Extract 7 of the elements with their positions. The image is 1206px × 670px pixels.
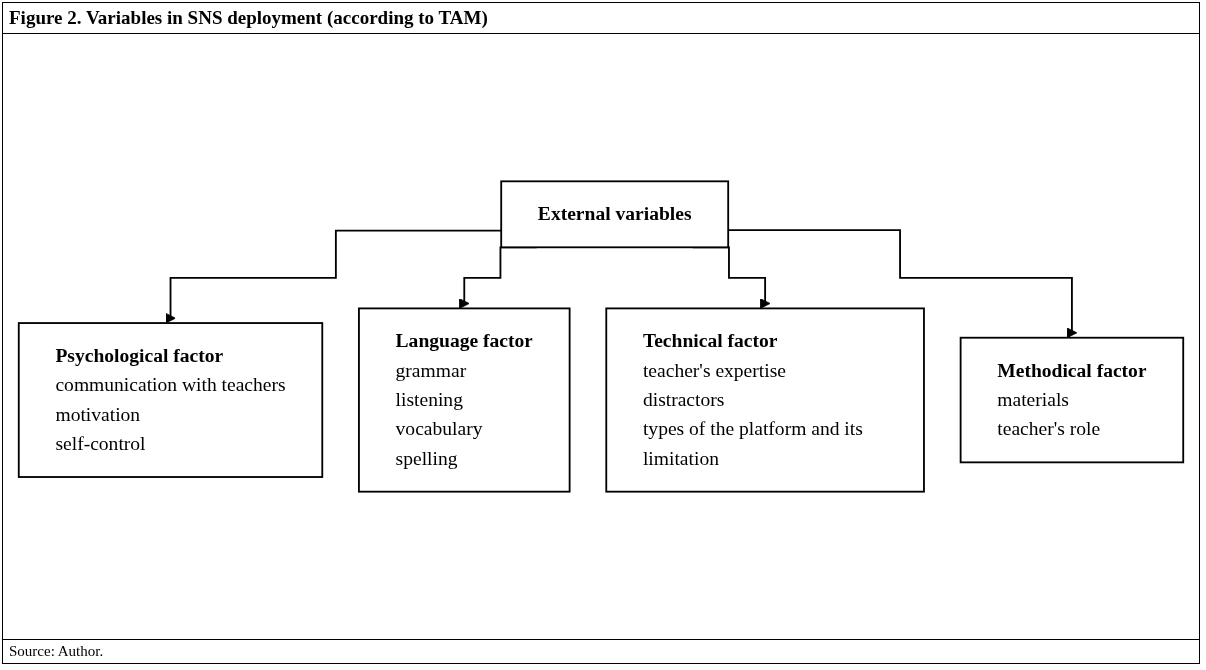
node-box: Psychological factor communication with teachers motivation self-control bbox=[17, 322, 324, 478]
node-box: Technical factor teacher's expertise distractors types of the platform and its limitation bbox=[605, 307, 925, 493]
figure-title: Figure 2. Variables in SNS deployment (according to TAM) bbox=[3, 3, 1199, 34]
source-caption: Source: Author. bbox=[3, 639, 1199, 663]
node-box: External variables bbox=[500, 180, 730, 249]
node-box: Language factor grammar listening vocabulary spelling bbox=[358, 307, 571, 493]
node-box: Methodical factor materials teacher's role bbox=[959, 336, 1185, 464]
